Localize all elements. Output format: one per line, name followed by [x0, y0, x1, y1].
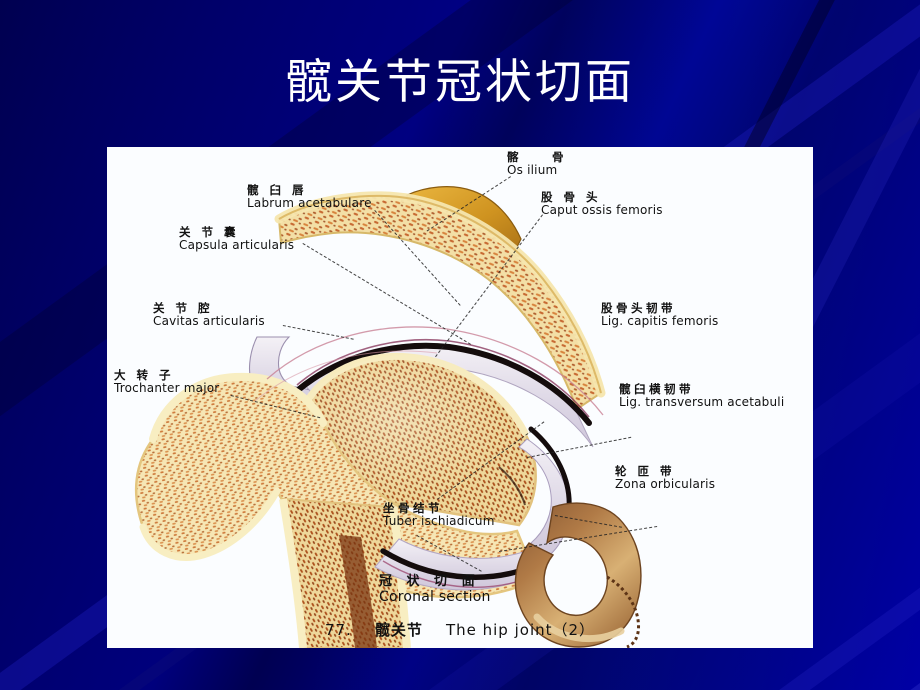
label-os-ilium: 髂 骨 Os ilium [507, 151, 567, 177]
label-cavitas-articularis: 关 节 腔 Cavitas articularis [153, 302, 265, 328]
label-lig-transversum-acetabuli: 髋臼横韧带 Lig. transversum acetabuli [619, 383, 784, 409]
section-caption-cn: 冠 状 切 面 [379, 574, 480, 589]
label-cn: 关 节 囊 [179, 225, 240, 239]
label-zona-orbicularis: 轮 匝 带 Zona orbicularis [615, 465, 715, 491]
label-cn: 轮 匝 带 [615, 464, 676, 478]
label-cn: 髋 臼 唇 [247, 183, 308, 197]
label-la: Tuber ischiadicum [383, 513, 495, 528]
label-cn: 股骨头韧带 [601, 301, 676, 315]
label-cn: 股 骨 头 [541, 190, 602, 204]
label-labrum-acetabulare: 髋 臼 唇 Labrum acetabulare [247, 184, 372, 210]
label-la: Lig. transversum acetabuli [619, 394, 785, 409]
section-caption: 冠 状 切 面 Coronal section [379, 574, 491, 605]
label-cn: 髂 骨 [507, 150, 567, 164]
label-cn: 关 节 腔 [153, 301, 214, 315]
label-trochanter-major: 大 转 子 Trochanter major [114, 369, 219, 395]
label-la: Labrum acetabulare [247, 195, 372, 210]
label-cn: 大 转 子 [114, 368, 175, 382]
slide-title: 髋关节冠状切面 [285, 55, 635, 110]
label-la: Os ilium [507, 162, 558, 177]
figure-caption-number: 77. [324, 621, 352, 639]
label-caput-ossis-femoris: 股 骨 头 Caput ossis femoris [541, 191, 663, 217]
figure-caption: 77. 髋关节 The hip joint（2） [107, 619, 813, 640]
label-capsula-articularis: 关 节 囊 Capsula articularis [179, 226, 294, 252]
label-la: Cavitas articularis [153, 313, 265, 328]
label-la: Caput ossis femoris [541, 202, 663, 217]
figure-caption-en: The hip joint（2） [445, 621, 596, 639]
label-tuber-ischiadicum: 坐骨结节 Tuber ischiadicum [383, 502, 495, 528]
label-la: Zona orbicularis [615, 476, 716, 491]
label-lig-capitis-femoris: 股骨头韧带 Lig. capitis femoris [601, 302, 718, 328]
label-la: Lig. capitis femoris [601, 313, 719, 328]
hip-joint-coronal-section-illustration [134, 186, 642, 648]
label-la: Trochanter major [114, 380, 220, 395]
label-cn: 坐骨结节 [383, 501, 443, 515]
label-cn: 髋臼横韧带 [619, 382, 694, 396]
figure-caption-cn: 髋关节 [374, 621, 423, 639]
section-caption-en: Coronal section [379, 588, 491, 605]
label-la: Capsula articularis [179, 237, 295, 252]
figure-panel: 髋 臼 唇 Labrum acetabulare 关 节 囊 Capsula a… [107, 147, 813, 648]
